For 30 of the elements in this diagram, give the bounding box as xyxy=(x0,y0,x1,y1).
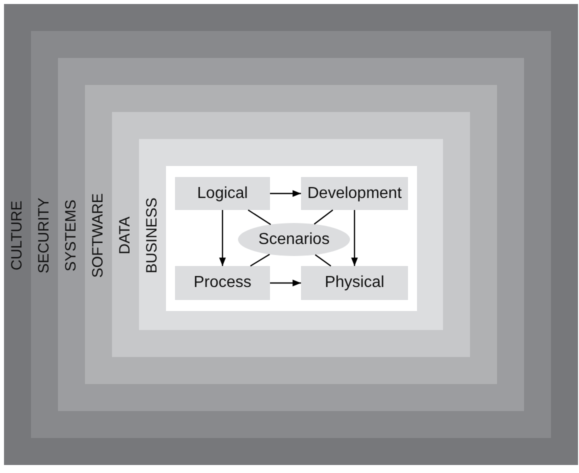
layer-band xyxy=(112,112,470,357)
layer-band xyxy=(85,85,497,384)
view-label: Scenarios xyxy=(258,230,330,248)
layer-band xyxy=(139,139,443,330)
view-label: Physical xyxy=(324,274,384,292)
layer-label: SECURITY xyxy=(36,198,52,274)
view-label: Development xyxy=(307,184,402,202)
layer-label: DATA xyxy=(118,216,132,254)
arrow xyxy=(351,210,358,266)
view-label: Process xyxy=(194,274,252,292)
layer-band xyxy=(4,4,578,465)
layer-label: SOFTWARE xyxy=(90,193,106,278)
layer-band xyxy=(31,31,551,438)
view-panel xyxy=(166,166,417,311)
layer-label: BUSINESS xyxy=(144,198,160,274)
connector-line xyxy=(314,210,334,225)
arrow xyxy=(219,210,226,266)
view-box xyxy=(175,266,270,300)
connector-line xyxy=(248,210,271,225)
arrow xyxy=(270,190,301,197)
layer-label: CULTURE xyxy=(10,200,24,270)
layer-label: SYSTEMS xyxy=(64,200,78,272)
layer-band xyxy=(58,58,524,411)
view-box xyxy=(301,266,408,300)
connector-line xyxy=(250,254,270,267)
view-box xyxy=(175,177,270,210)
connector-line xyxy=(314,254,332,266)
view-box xyxy=(301,177,408,210)
arrow xyxy=(270,280,301,286)
view-label: Logical xyxy=(197,184,248,202)
